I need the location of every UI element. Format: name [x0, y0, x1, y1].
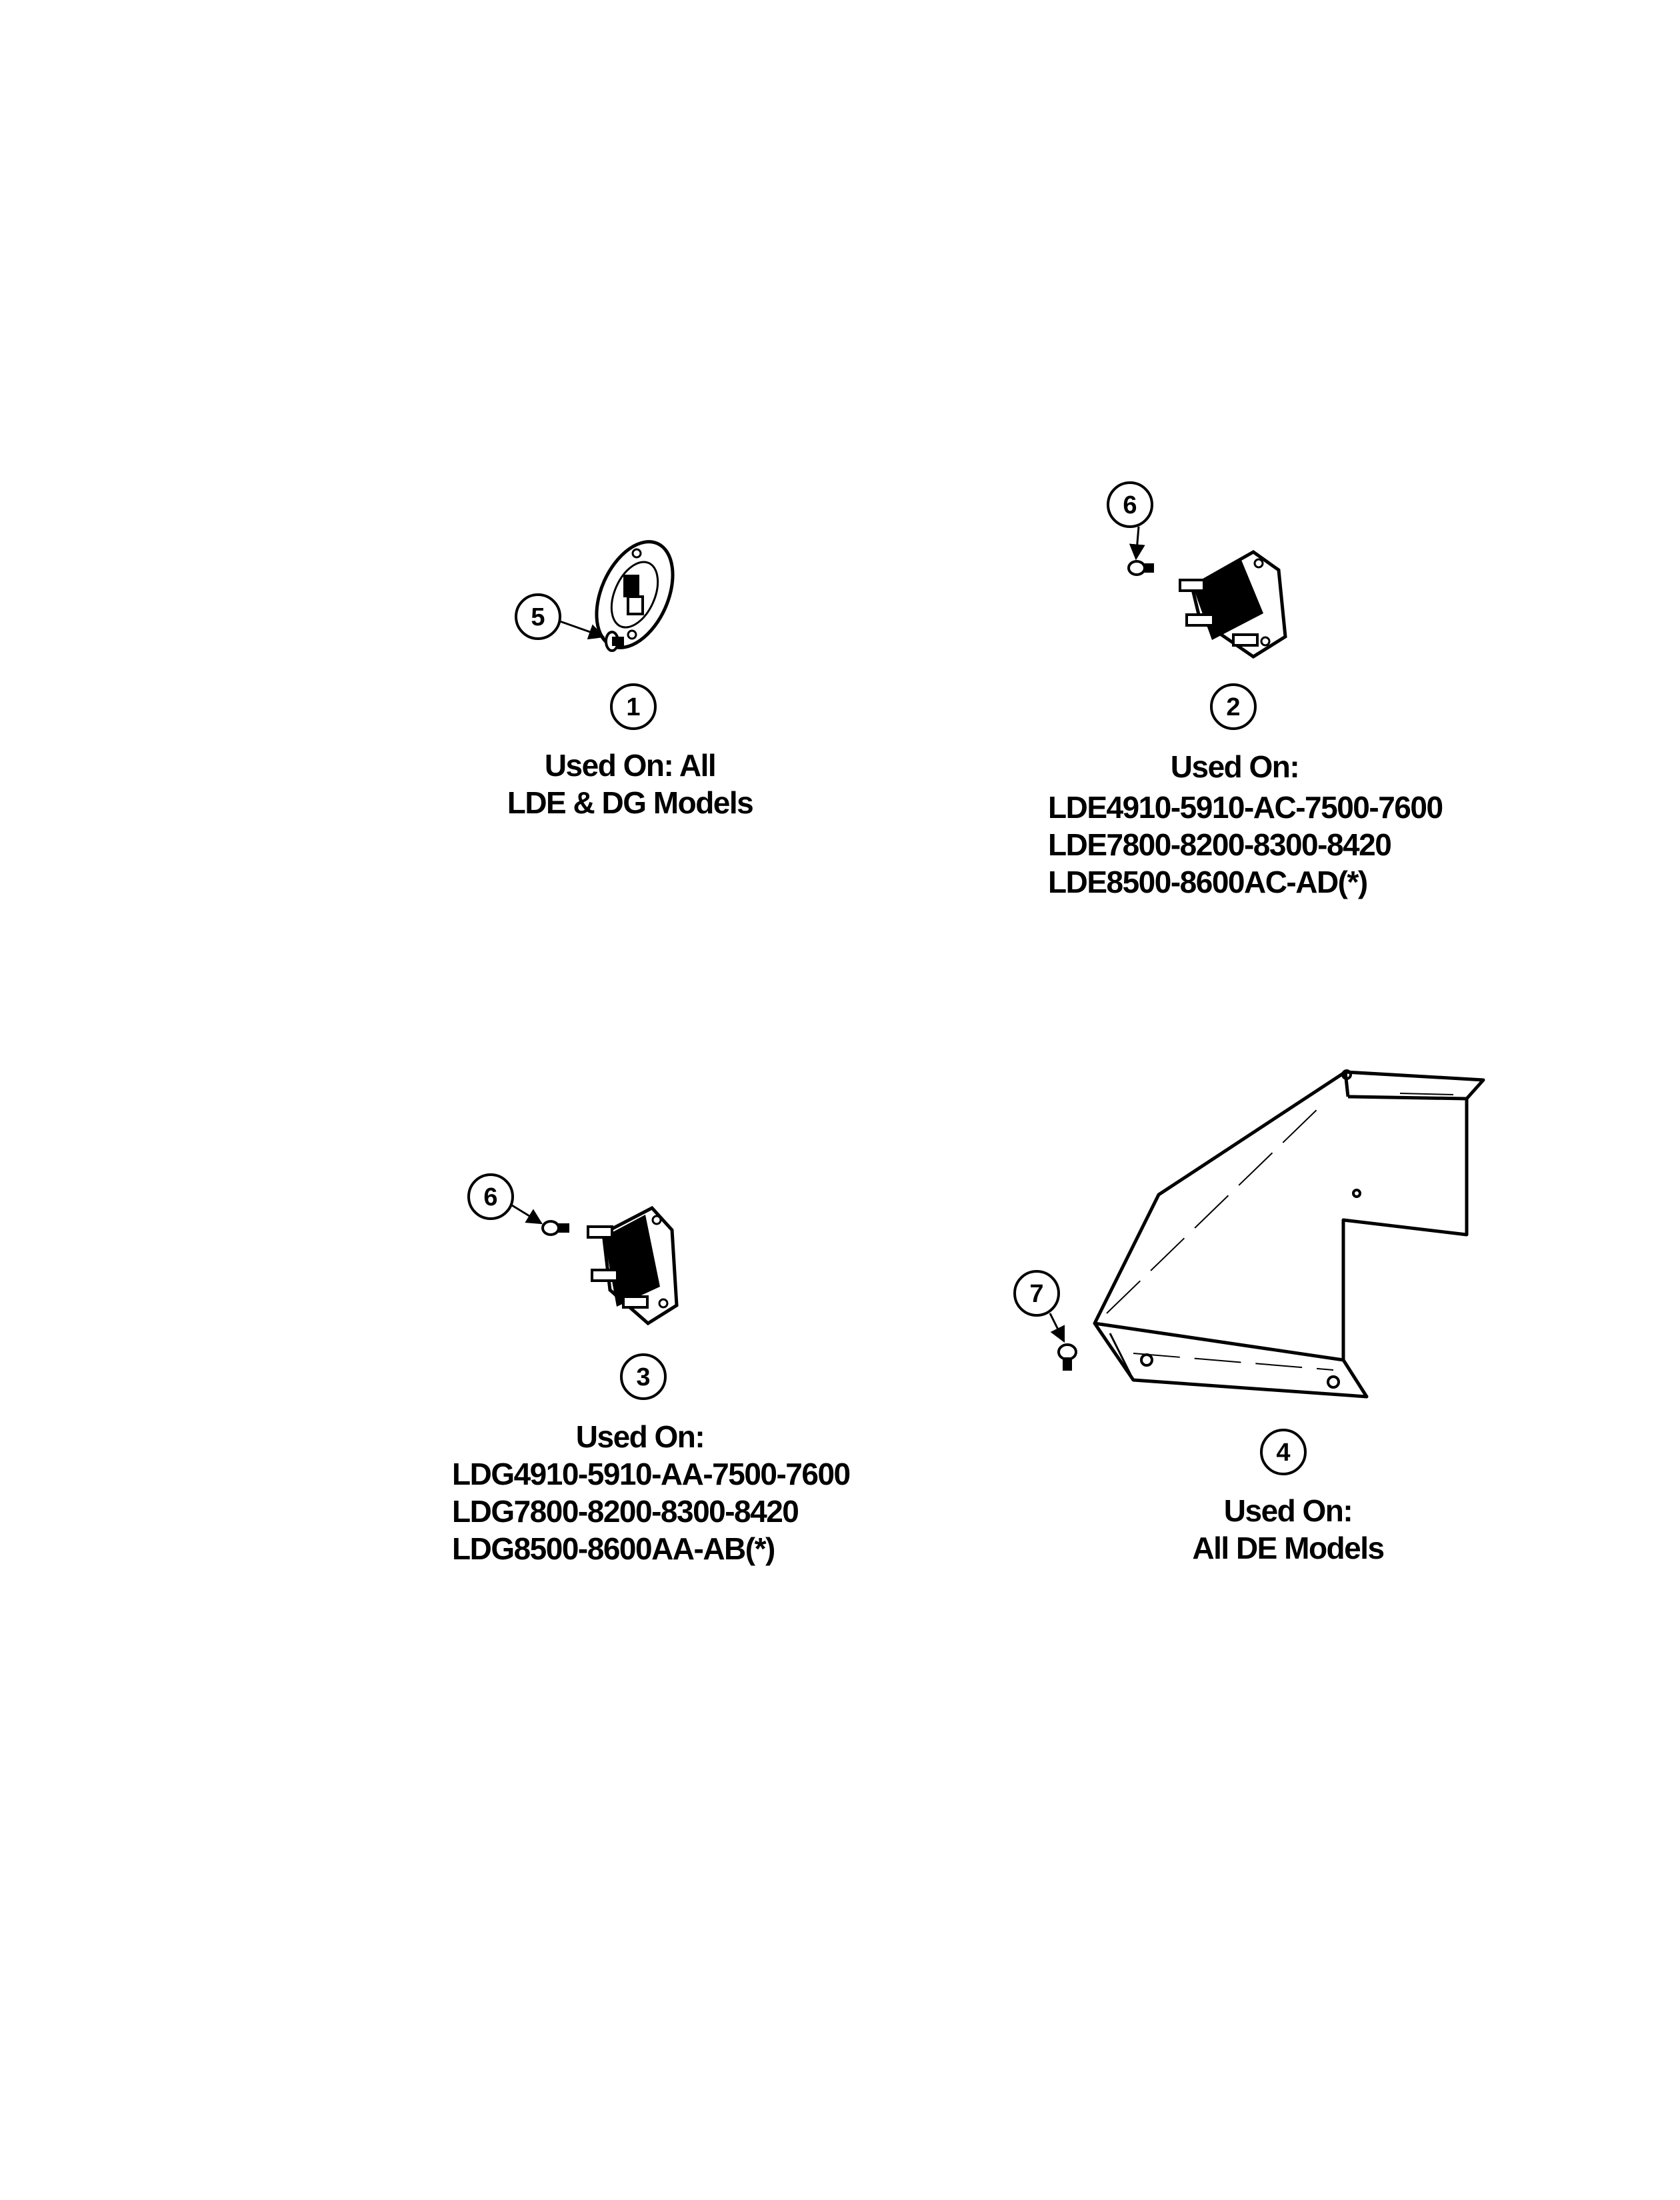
callout-6-b-number: 6 — [483, 1183, 497, 1211]
callout-3-number: 3 — [636, 1363, 650, 1391]
thermostat-square-part-3 — [587, 1205, 679, 1326]
thermostat-oval-part — [595, 540, 675, 649]
screw-7-drawing — [1057, 1343, 1077, 1371]
caption-part-4-line-2: All DE Models — [1192, 1531, 1385, 1565]
callout-2: 2 — [1210, 683, 1257, 730]
callout-5: 5 — [515, 593, 605, 640]
caption-part-2-models: LDE4910-5910-AC-7500-7600 LDE7800-8200-8… — [1048, 789, 1443, 901]
caption-part-3-line-1: Used On: — [575, 1419, 705, 1454]
thermostat-square-part-2 — [1179, 550, 1287, 659]
callout-7: 7 — [1013, 1270, 1065, 1343]
callout-4: 4 — [1260, 1429, 1307, 1475]
callout-1-number: 1 — [626, 693, 640, 721]
bracket-part-4 — [1093, 1069, 1485, 1399]
callout-6-b: 6 — [467, 1173, 543, 1225]
callout-2-number: 2 — [1226, 693, 1240, 721]
screw-6-drawing-a — [1127, 560, 1154, 576]
screw-5-drawing — [605, 631, 624, 652]
caption-part-1-line-2: LDE & DG Models — [507, 785, 754, 820]
caption-part-1: Used On: All LDE & DG Models — [507, 747, 754, 821]
caption-part-3-line-4: LDG8500-8600AA-AB(*) — [452, 1531, 775, 1566]
caption-part-2-line-4: LDE8500-8600AC-AD(*) — [1048, 865, 1368, 899]
caption-part-3-line-3: LDG7800-8200-8300-8420 — [452, 1494, 799, 1529]
caption-part-3-heading: Used On: — [575, 1418, 705, 1455]
callout-1: 1 — [610, 683, 657, 730]
callout-7-number: 7 — [1029, 1280, 1043, 1308]
caption-part-2-heading: Used On: — [1170, 748, 1300, 785]
screw-6-drawing-b — [541, 1220, 569, 1236]
caption-part-3-line-2: LDG4910-5910-AA-7500-7600 — [452, 1457, 851, 1491]
callout-6-a-number: 6 — [1123, 491, 1137, 519]
caption-part-1-line-1: Used On: All — [544, 748, 717, 783]
callout-3: 3 — [620, 1353, 667, 1400]
caption-part-4-line-1: Used On: — [1223, 1493, 1353, 1528]
caption-part-2-line-2: LDE4910-5910-AC-7500-7600 — [1048, 790, 1443, 825]
caption-part-2-line-1: Used On: — [1170, 749, 1300, 784]
caption-part-4: Used On: All DE Models — [1192, 1492, 1385, 1567]
callout-4-number: 4 — [1276, 1439, 1290, 1467]
callout-5-number: 5 — [531, 603, 545, 631]
caption-part-3-models: LDG4910-5910-AA-7500-7600 LDG7800-8200-8… — [452, 1455, 851, 1567]
caption-part-2-line-3: LDE7800-8200-8300-8420 — [1048, 827, 1392, 862]
callout-6-a: 6 — [1107, 481, 1153, 561]
